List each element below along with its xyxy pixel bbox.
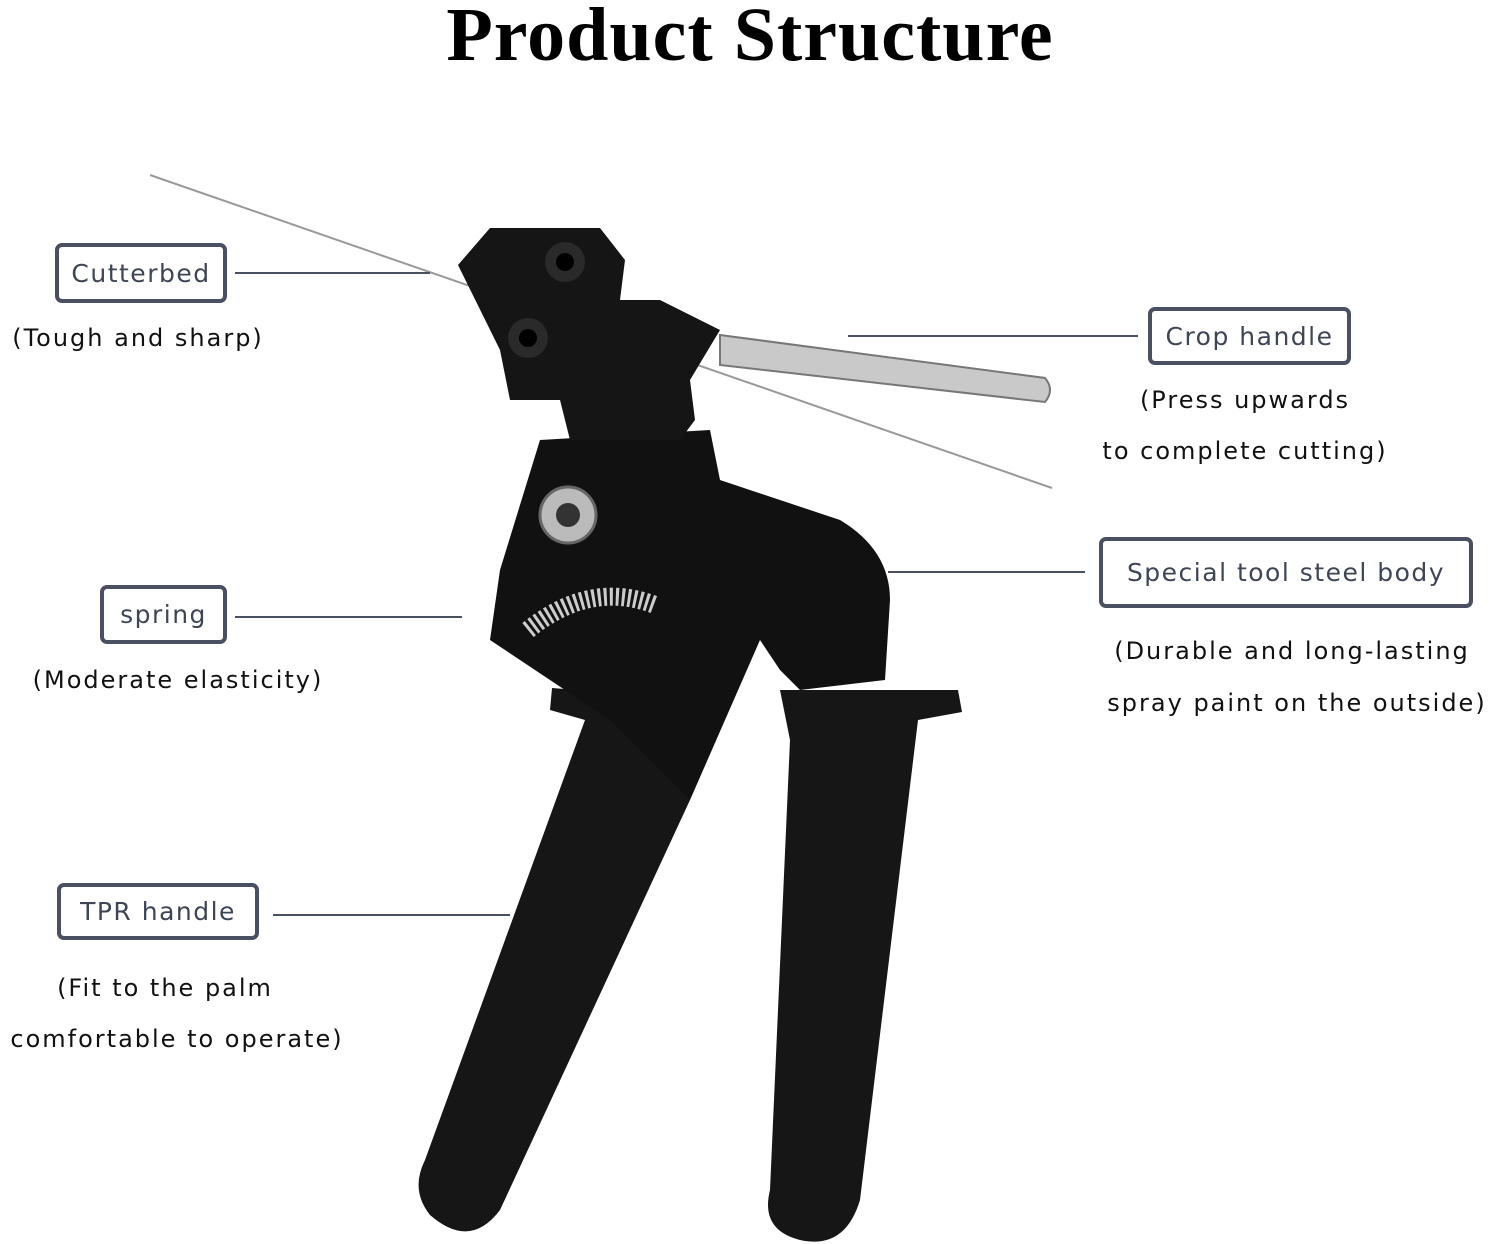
body-description-1: (Durable and long-lasting: [1114, 637, 1470, 665]
body-label: Special tool steel body: [1099, 537, 1473, 608]
tpr-handle-description-1: (Fit to the palm: [57, 974, 273, 1002]
cutter-head: [458, 228, 720, 440]
body-description-2: spray paint on the outside): [1107, 689, 1487, 717]
cutterbed-leader-line: [235, 272, 430, 274]
spring-leader-line: [235, 616, 462, 618]
crop-handle-label: Crop handle: [1148, 307, 1351, 365]
crop-handle-rod: [719, 333, 1051, 404]
crop-handle-leader-line: [848, 335, 1138, 337]
spring-description: (Moderate elasticity): [32, 666, 324, 694]
tpr-handle-label: TPR handle: [57, 883, 259, 940]
body-leader-line: [888, 571, 1085, 573]
tpr-handle-leader-line: [273, 914, 510, 916]
crop-handle-description-1: (Press upwards: [1139, 386, 1351, 414]
cutterbed-description: (Tough and sharp): [12, 324, 264, 352]
page-title: Product Structure: [446, 0, 1054, 77]
spring-label: spring: [100, 585, 227, 644]
right-handle: [768, 690, 962, 1242]
crop-handle-description-2: to complete cutting): [1102, 437, 1388, 465]
spring-coil: [522, 587, 659, 638]
tpr-handle-description-2: comfortable to operate): [10, 1025, 344, 1053]
left-handle: [418, 688, 700, 1232]
cutterbed-label: Cutterbed: [55, 243, 227, 303]
